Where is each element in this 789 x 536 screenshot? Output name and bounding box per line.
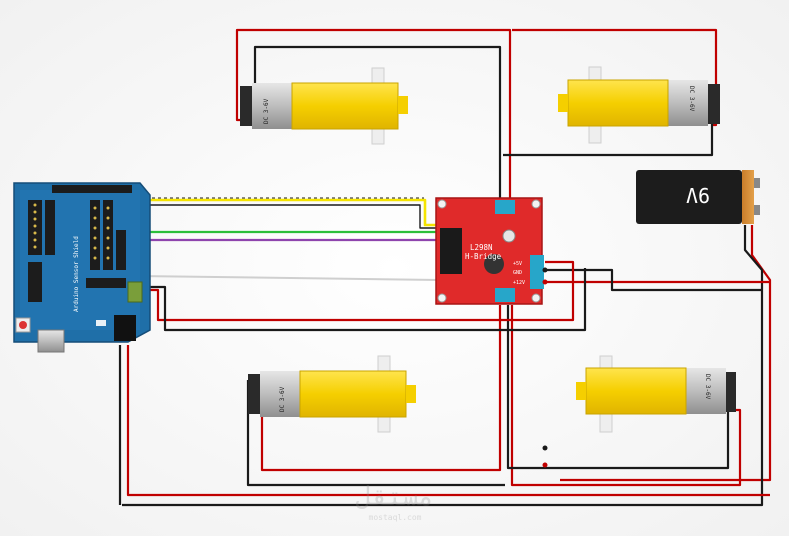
- motor-top-left: DC 3-6V: [240, 67, 408, 145]
- shield-label: Arduino Sensor Shield: [73, 236, 80, 312]
- hbridge-line2: H-Bridge: [465, 252, 502, 261]
- motor-bottom-right-label: DC 3-6V: [704, 374, 711, 400]
- pin-12v-label: +12V: [513, 280, 525, 286]
- wire-arduino-power-red: [130, 260, 575, 322]
- motor-bottom-left: DC 3-6V: [248, 355, 416, 433]
- l298n-hbridge: L298N H-Bridge +5V GND +12V: [435, 197, 544, 305]
- watermark-logo: مستقل mostaql.com: [356, 482, 434, 522]
- motor-top-right: DC 3-6V: [558, 66, 720, 144]
- pin-gnd-label: GND: [513, 270, 522, 276]
- power-jack: [114, 315, 136, 341]
- usb-port: [37, 329, 65, 353]
- motor-top-right-label: DC 3-6V: [688, 86, 695, 112]
- pin-5v-label: +5V: [513, 261, 522, 267]
- wire-top-left-motor-black: [253, 45, 502, 205]
- battery-9v: 9V: [636, 170, 760, 224]
- wire-battery-red: [560, 225, 772, 482]
- wire-battery-black-in: [545, 268, 762, 292]
- wire-bottom-left-motor-black: [246, 380, 505, 487]
- hbridge-line1: L298N: [470, 243, 493, 252]
- wire-arduino-vin-red: [126, 345, 770, 497]
- battery-label: 9V: [686, 183, 710, 207]
- wire-bottom-left-motor-red: [260, 305, 502, 472]
- watermark-sub: mostaql.com: [369, 513, 422, 522]
- wire-arduino-power-black: [140, 268, 587, 332]
- wire-top-right-motor-red: [512, 28, 718, 127]
- watermark-text: مستقل: [356, 482, 434, 512]
- wire-bottom-right-motor-red: [510, 305, 742, 487]
- arduino-sensor-shield: Arduino Sensor Shield: [13, 182, 151, 353]
- motor-bottom-right: DC 3-6V: [576, 355, 736, 433]
- motor-bottom-left-label: DC 3-6V: [279, 386, 286, 412]
- junction-dots: [542, 279, 548, 468]
- motor-top-left-label: DC 3-6V: [263, 98, 270, 124]
- wire-battery-black: [122, 225, 764, 507]
